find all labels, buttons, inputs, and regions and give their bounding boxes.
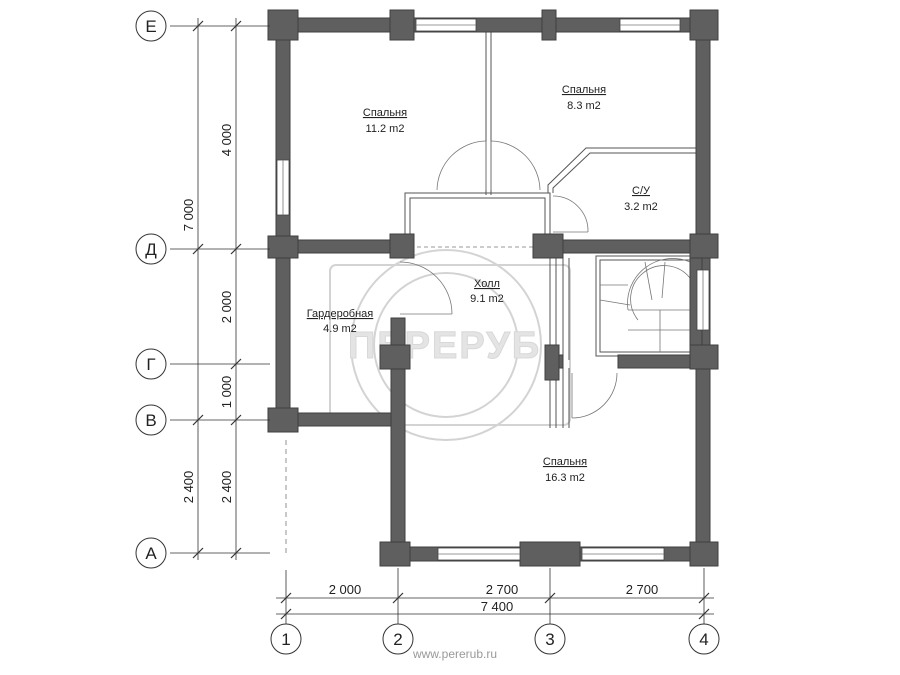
room-name: Спальня bbox=[363, 107, 407, 119]
room-labels: Спальня 11.2 m2 Спальня 8.3 m2 С/У 3.2 m… bbox=[307, 84, 658, 484]
room-area: 8.3 m2 bbox=[567, 100, 601, 112]
axis-label: Г bbox=[146, 355, 155, 374]
axis-label: 2 bbox=[393, 630, 402, 649]
bottom-dimensions: 2 000 2 700 2 700 7 400 bbox=[276, 568, 714, 625]
room-name: Спальня bbox=[562, 84, 606, 96]
dim-label: 2 700 bbox=[486, 582, 519, 597]
watermark: ПЕРЕРУБ bbox=[329, 249, 571, 441]
room-area: 16.3 m2 bbox=[545, 472, 585, 484]
dim-label: 2 700 bbox=[626, 582, 659, 597]
room-name: С/У bbox=[632, 185, 651, 197]
dim-label: 2 000 bbox=[219, 291, 234, 324]
axis-label: Е bbox=[145, 17, 156, 36]
dim-label: 1 000 bbox=[219, 376, 234, 409]
dim-label: 7 000 bbox=[181, 199, 196, 232]
room-area: 4.9 m2 bbox=[323, 323, 357, 335]
windows bbox=[276, 18, 710, 561]
row-axes: Е Д Г В А bbox=[135, 10, 167, 569]
axis-label: В bbox=[145, 411, 156, 430]
dim-label: 4 000 bbox=[219, 124, 234, 157]
room-name: Холл bbox=[474, 278, 500, 290]
column-axes: 1 2 3 4 bbox=[270, 623, 720, 655]
room-area: 3.2 m2 bbox=[624, 201, 658, 213]
dim-label: 2 400 bbox=[181, 471, 196, 504]
footer-url: www.pererub.ru bbox=[412, 647, 497, 661]
dim-label: 2 000 bbox=[329, 582, 362, 597]
left-dimensions: 7 000 2 400 4 000 2 000 1 000 2 400 bbox=[170, 18, 270, 560]
axis-label: 3 bbox=[545, 630, 554, 649]
axis-label: 4 bbox=[699, 630, 708, 649]
watermark-text: ПЕРЕРУБ bbox=[348, 325, 541, 367]
room-name: Гардеробная bbox=[307, 308, 374, 320]
axis-label: 1 bbox=[281, 630, 290, 649]
dim-label: 2 400 bbox=[219, 471, 234, 504]
dim-total-label: 7 400 bbox=[481, 599, 514, 614]
axis-label: А bbox=[145, 544, 157, 563]
axis-label: Д bbox=[145, 240, 157, 259]
wall-caps bbox=[267, 9, 719, 567]
room-area: 9.1 m2 bbox=[470, 293, 504, 305]
room-name: Спальня bbox=[543, 456, 587, 468]
room-area: 11.2 m2 bbox=[366, 123, 405, 135]
